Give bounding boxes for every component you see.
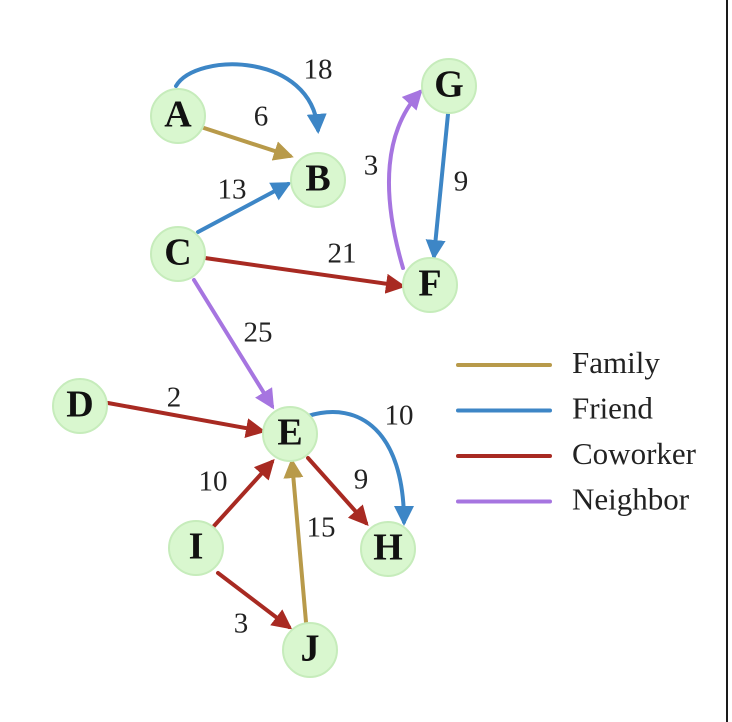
edge-weight-label-C-B-friend: 13 xyxy=(218,174,247,206)
edges-layer xyxy=(106,62,450,630)
nodes-layer: A B C D E F G H I J xyxy=(52,58,477,678)
right-border-divider xyxy=(726,0,728,722)
edge-E-H-coworker xyxy=(306,456,369,526)
legend-item-neighbor: Neighbor xyxy=(456,482,690,517)
node-circle-b xyxy=(290,152,346,208)
node-d: D xyxy=(52,378,108,434)
node-label-b: B xyxy=(305,158,330,200)
node-label-j: J xyxy=(301,628,320,670)
edge-weight-label-A-B-friend: 18 xyxy=(304,54,333,86)
node-circle-e xyxy=(262,406,318,462)
node-a: A xyxy=(150,88,206,144)
edge-weight-label-G-F-friend: 9 xyxy=(454,166,469,198)
edge-weight-label-J-E-family: 15 xyxy=(307,512,336,544)
node-i: I xyxy=(168,520,224,576)
edge-weight-label-I-E-coworker: 10 xyxy=(199,466,228,498)
edge-weight-label-C-F-coworker: 21 xyxy=(328,238,357,270)
node-c: C xyxy=(150,226,206,282)
node-circle-i xyxy=(168,520,224,576)
edge-I-E-coworker xyxy=(212,459,275,528)
node-h: H xyxy=(360,521,416,577)
edge-weight-label-F-G-neighbor: 3 xyxy=(364,150,379,182)
node-circle-g xyxy=(421,58,477,114)
node-label-f: F xyxy=(418,263,441,305)
legend-item-coworker: Coworker xyxy=(456,436,697,471)
legend-label-family: Family xyxy=(572,345,660,380)
node-label-d: D xyxy=(66,384,93,426)
node-label-a: A xyxy=(164,94,192,136)
edge-C-F-coworker xyxy=(203,256,406,294)
legend-label-neighbor: Neighbor xyxy=(572,482,690,517)
edge-weight-label-I-J-coworker: 3 xyxy=(234,608,249,640)
edge-C-E-neighbor xyxy=(192,278,275,410)
node-label-h: H xyxy=(373,527,403,569)
node-circle-f xyxy=(402,257,458,313)
node-circle-h xyxy=(360,521,416,577)
node-circle-a xyxy=(150,88,206,144)
edge-weight-label-E-H-friend: 10 xyxy=(385,400,414,432)
edge-weight-label-D-E-coworker: 2 xyxy=(167,382,182,414)
edge-J-E-family xyxy=(283,458,308,624)
edge-A-B-friend xyxy=(174,62,327,134)
edge-A-B-family xyxy=(202,126,294,161)
legend-label-friend: Friend xyxy=(572,391,653,426)
node-j: J xyxy=(282,622,338,678)
legend-label-coworker: Coworker xyxy=(572,436,697,471)
edge-G-F-friend xyxy=(425,112,450,260)
legend-item-family: Family xyxy=(456,345,660,380)
node-f: F xyxy=(402,257,458,313)
node-circle-c xyxy=(150,226,206,282)
edge-E-H-friend xyxy=(306,410,414,526)
edge-I-J-coworker xyxy=(216,571,293,630)
node-label-g: G xyxy=(434,64,464,106)
node-circle-j xyxy=(282,622,338,678)
edge-weight-label-A-B-family: 6 xyxy=(254,101,269,133)
node-label-i: I xyxy=(189,526,204,568)
edge-weight-label-C-E-neighbor: 25 xyxy=(244,317,273,349)
edge-F-G-neighbor xyxy=(387,89,423,270)
node-label-c: C xyxy=(164,232,191,274)
edge-weight-labels: 18 6 13 21 25 3 9 2 10 9 10 3 15 xyxy=(167,54,469,640)
edge-D-E-coworker xyxy=(106,401,266,438)
node-g: G xyxy=(421,58,477,114)
node-e: E xyxy=(262,406,318,462)
edge-weight-label-E-H-coworker: 9 xyxy=(354,464,369,496)
edge-C-B-friend xyxy=(196,182,292,234)
legend-item-friend: Friend xyxy=(456,391,653,426)
node-circle-d xyxy=(52,378,108,434)
node-b: B xyxy=(290,152,346,208)
node-label-e: E xyxy=(277,412,302,454)
